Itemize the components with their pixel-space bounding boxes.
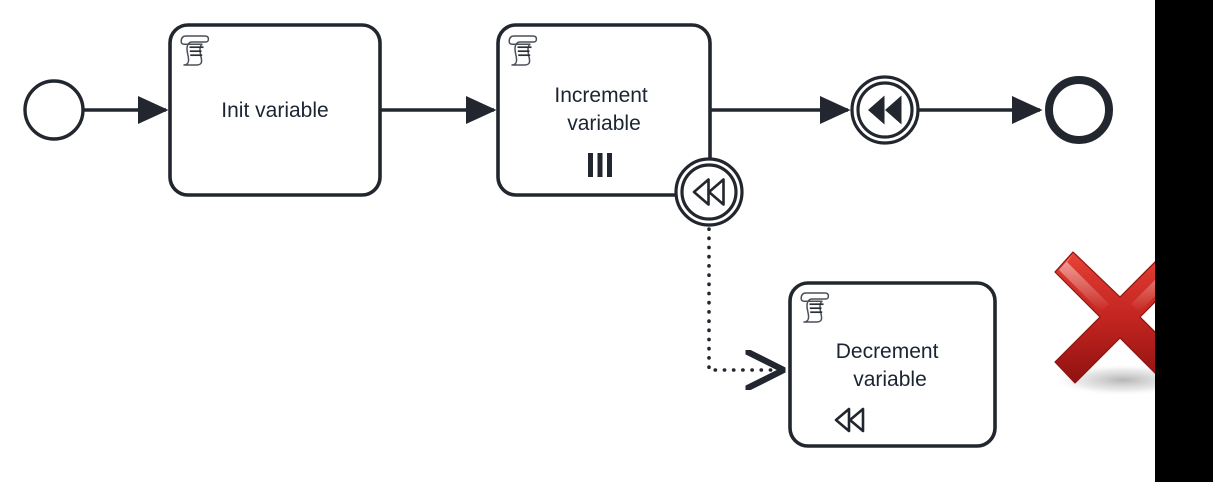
task-increment-variable-box	[496, 23, 712, 197]
boundary-event-inner-circle	[680, 163, 738, 221]
task-label-line: variable	[567, 112, 641, 135]
start-event[interactable]	[23, 79, 85, 141]
script-task-icon	[800, 292, 830, 323]
task-label-line: Decrement	[836, 340, 939, 363]
association-boundary-to-decrement	[707, 227, 782, 370]
task-increment-variable-label: Increment variable	[554, 84, 653, 135]
task-init-variable[interactable]: Init variable	[168, 23, 382, 197]
boundary-compensation-event[interactable]	[674, 157, 744, 227]
script-task-icon	[508, 35, 538, 66]
task-label-line: Init variable	[221, 99, 328, 122]
script-task-icon	[180, 35, 210, 66]
intermediate-compensation-throw-event[interactable]	[850, 75, 920, 145]
black-right-band	[1155, 0, 1213, 482]
compensation-rewind-outline-icon	[692, 178, 725, 206]
parallel-multi-instance-marker-icon	[588, 153, 612, 177]
compensation-rewind-filled-icon	[868, 95, 902, 125]
task-increment-variable[interactable]: Increment variable	[496, 23, 712, 197]
task-init-variable-box	[168, 23, 382, 197]
end-event[interactable]	[1045, 76, 1113, 144]
task-decrement-variable-label: Decrement variable	[836, 340, 945, 391]
intermediate-event-inner-circle	[856, 81, 914, 139]
task-decrement-variable[interactable]: Decrement variable	[788, 281, 997, 448]
x-mark-gloss	[1059, 254, 1181, 312]
task-label-line: Increment	[554, 84, 648, 107]
edge-layer	[84, 95, 1043, 370]
task-label-line: variable	[853, 368, 927, 391]
start-event-circle-icon	[23, 79, 85, 141]
end-event-circle-icon	[1045, 76, 1113, 144]
task-decrement-variable-box	[788, 281, 997, 448]
task-init-variable-label: Init variable	[221, 99, 328, 122]
compensation-marker-icon	[834, 407, 865, 433]
